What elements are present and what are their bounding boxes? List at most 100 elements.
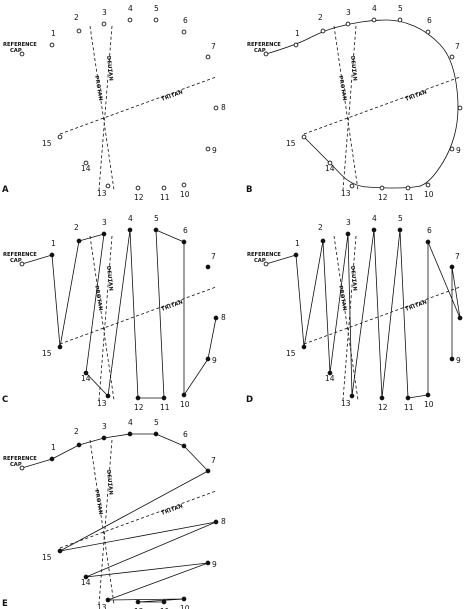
cap-10-label: 10 bbox=[180, 400, 190, 409]
cap-2-marker bbox=[76, 28, 82, 34]
cap-1-label: 1 bbox=[295, 239, 300, 248]
cap-2-label: 2 bbox=[74, 223, 79, 232]
cap-15-marker bbox=[301, 134, 307, 140]
cap-8-marker bbox=[457, 105, 463, 111]
cap-13-label: 13 bbox=[341, 399, 351, 408]
cap-6-marker bbox=[181, 443, 187, 449]
cap-4-label: 4 bbox=[128, 214, 133, 223]
cap-14-label: 14 bbox=[325, 374, 335, 383]
cap-12-label: 12 bbox=[378, 403, 388, 412]
cap-7-marker bbox=[205, 468, 211, 474]
cap-14-marker bbox=[327, 160, 333, 166]
cap-6-label: 6 bbox=[427, 16, 432, 25]
panel-letter: C bbox=[2, 395, 8, 405]
cap-9-label: 9 bbox=[212, 146, 217, 155]
cap-15-label: 15 bbox=[42, 139, 52, 148]
cap-15-marker bbox=[57, 134, 63, 140]
cap-13-label: 13 bbox=[97, 399, 107, 408]
cap-8-label: 8 bbox=[221, 517, 226, 526]
cap-4-marker bbox=[371, 17, 377, 23]
cap-1-marker bbox=[49, 456, 55, 462]
deutan-axis bbox=[98, 235, 113, 401]
cap-9-marker bbox=[449, 356, 455, 362]
cap-14-label: 14 bbox=[325, 164, 335, 173]
tritan-axis bbox=[59, 286, 217, 345]
cap-15-label: 15 bbox=[286, 139, 296, 148]
deutan-label: DEUTAN bbox=[105, 56, 114, 82]
cap-10-label: 10 bbox=[424, 190, 434, 199]
cap-14-label: 14 bbox=[81, 164, 91, 173]
cap-5-label: 5 bbox=[154, 4, 159, 13]
cap-12-marker bbox=[379, 395, 385, 401]
cap-12-marker bbox=[135, 185, 141, 191]
cap-11-label: 11 bbox=[404, 403, 414, 412]
cap-1-marker bbox=[293, 42, 299, 48]
reference-label-cap: CAP bbox=[254, 48, 266, 54]
tritan-axis bbox=[303, 286, 461, 345]
cap-4-label: 4 bbox=[128, 4, 133, 13]
protan-label: PROTAN bbox=[93, 489, 103, 515]
deutan-axis bbox=[98, 439, 113, 605]
reference-label: REFERENCE bbox=[3, 456, 37, 462]
cap-8-label: 8 bbox=[221, 103, 226, 112]
tritan-label: TRITAN bbox=[161, 89, 184, 102]
protan-axis bbox=[89, 25, 115, 191]
cap-4-label: 4 bbox=[372, 214, 377, 223]
cap-11-marker bbox=[161, 599, 167, 605]
cap-13-label: 13 bbox=[97, 603, 107, 609]
cap-10-label: 10 bbox=[424, 400, 434, 409]
cap-3-label: 3 bbox=[346, 218, 351, 227]
cap-8-label: 8 bbox=[221, 313, 226, 322]
reference-cap-marker bbox=[19, 51, 25, 57]
tritan-label: TRITAN bbox=[405, 89, 428, 102]
cap-6-label: 6 bbox=[183, 16, 188, 25]
cap-13-label: 13 bbox=[97, 189, 107, 198]
reference-label: REFERENCE bbox=[3, 42, 37, 48]
protan-label: PROTAN bbox=[337, 75, 347, 101]
cap-13-marker bbox=[105, 393, 111, 399]
cap-11-marker bbox=[405, 185, 411, 191]
deutan-label: DEUTAN bbox=[105, 470, 114, 496]
protan-label: PROTAN bbox=[93, 285, 103, 311]
cap-7-marker bbox=[449, 264, 455, 270]
panel-letter: D bbox=[246, 395, 253, 405]
cap-9-marker bbox=[205, 356, 211, 362]
reference-cap-marker bbox=[263, 261, 269, 267]
cap-10-marker bbox=[425, 392, 431, 398]
cap-13-marker bbox=[349, 183, 355, 189]
cap-2-marker bbox=[320, 238, 326, 244]
cap-2-label: 2 bbox=[74, 13, 79, 22]
cap-6-marker bbox=[181, 239, 187, 245]
cap-6-marker bbox=[425, 29, 431, 35]
arrangement-path bbox=[265, 19, 459, 189]
reference-label-cap: CAP bbox=[10, 48, 22, 54]
cap-11-label: 11 bbox=[404, 193, 414, 202]
cap-4-label: 4 bbox=[372, 4, 377, 13]
panel-letter: B bbox=[246, 185, 252, 195]
cap-9-label: 9 bbox=[212, 560, 217, 569]
cap-13-marker bbox=[349, 393, 355, 399]
cap-13-marker bbox=[105, 183, 111, 189]
cap-15-marker bbox=[57, 344, 63, 350]
cap-1-marker bbox=[293, 252, 299, 258]
cap-3-label: 3 bbox=[102, 218, 107, 227]
cap-7-marker bbox=[205, 54, 211, 60]
deutan-label: DEUTAN bbox=[349, 266, 358, 292]
cap-15-marker bbox=[57, 548, 63, 554]
cap-1-label: 1 bbox=[295, 29, 300, 38]
reference-label-cap: CAP bbox=[10, 258, 22, 264]
cap-3-marker bbox=[345, 21, 351, 27]
protan-axis bbox=[89, 235, 115, 401]
cap-3-label: 3 bbox=[346, 8, 351, 17]
cap-12-marker bbox=[135, 599, 141, 605]
protan-label: PROTAN bbox=[337, 285, 347, 311]
cap-12-marker bbox=[379, 185, 385, 191]
cap-2-label: 2 bbox=[74, 427, 79, 436]
cap-10-marker bbox=[181, 182, 187, 188]
cap-8-marker bbox=[213, 105, 219, 111]
cap-14-marker bbox=[83, 574, 89, 580]
deutan-axis bbox=[342, 235, 357, 401]
